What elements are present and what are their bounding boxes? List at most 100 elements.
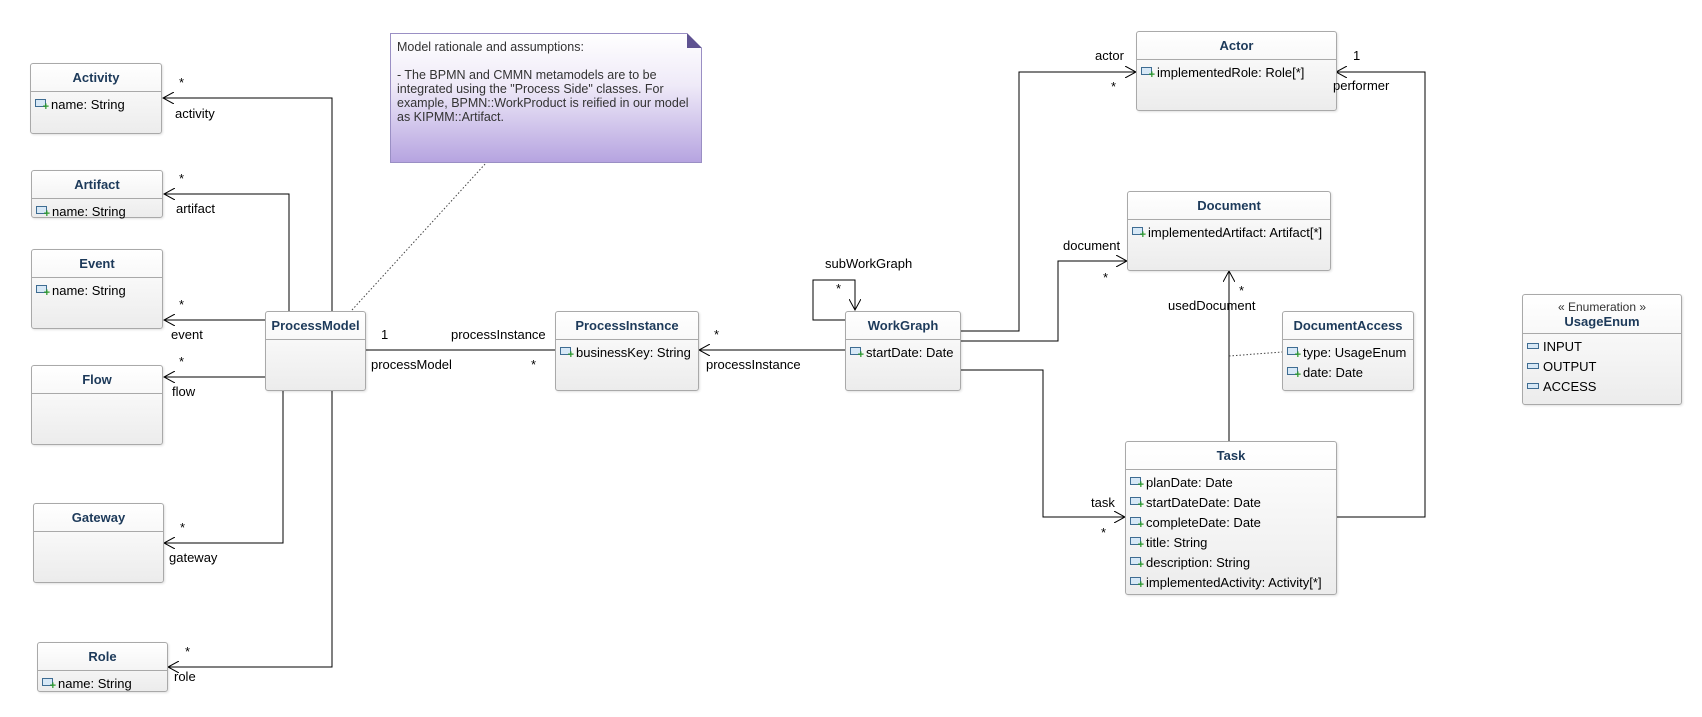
attribute-icon: +: [36, 284, 50, 298]
attribute-icon: +: [36, 205, 50, 219]
attribute-text: title: String: [1146, 534, 1208, 550]
note-anchor: [351, 162, 487, 311]
class-name: Document: [1197, 198, 1261, 213]
attribute-text: description: String: [1146, 554, 1251, 570]
class-actor[interactable]: Actor +implementedRole: Role[*]: [1136, 31, 1337, 111]
literal-text: INPUT: [1543, 338, 1582, 354]
class-activity[interactable]: Activity +name: String: [30, 63, 162, 134]
assoc-artifact: [164, 194, 290, 312]
class-name: Actor: [1219, 38, 1254, 53]
class-flow[interactable]: Flow: [31, 365, 163, 445]
attribute-text: startDate: Date: [866, 344, 954, 360]
attribute-text: type: UsageEnum: [1303, 344, 1407, 360]
enumeration-name: UsageEnum: [1564, 314, 1640, 329]
attribute[interactable]: +date: Date: [1287, 362, 1409, 382]
role-processmodel: processModel: [371, 357, 452, 372]
attribute-text: date: Date: [1303, 364, 1363, 380]
literal-icon: [1527, 383, 1539, 389]
class-name: Role: [88, 649, 117, 664]
role-task: task: [1091, 495, 1115, 510]
multiplicity-artifact: *: [179, 171, 185, 186]
attribute[interactable]: +implementedRole: Role[*]: [1141, 62, 1332, 82]
multiplicity-processinstance-left: *: [531, 357, 537, 372]
class-documentaccess[interactable]: DocumentAccess +type: UsageEnum +date: D…: [1282, 311, 1414, 391]
attribute[interactable]: +type: UsageEnum: [1287, 342, 1409, 362]
role-event: event: [171, 327, 203, 342]
multiplicity-gateway: *: [180, 520, 186, 535]
attribute[interactable]: +name: String: [36, 201, 158, 221]
assoc-gateway: [164, 390, 284, 543]
enum-literal[interactable]: ACCESS: [1527, 376, 1677, 396]
class-processinstance[interactable]: ProcessInstance +businessKey: String: [555, 311, 699, 391]
multiplicity-actor: *: [1111, 79, 1117, 94]
class-name: DocumentAccess: [1293, 318, 1403, 333]
role-activity: activity: [175, 106, 215, 121]
attribute[interactable]: +name: String: [42, 673, 163, 693]
attribute[interactable]: +startDateDate: Date: [1130, 492, 1332, 512]
associationclass-link: [1228, 351, 1283, 357]
class-event[interactable]: Event +name: String: [31, 249, 163, 329]
enumeration-usageenum[interactable]: « Enumeration » UsageEnum INPUT OUTPUT A…: [1522, 294, 1682, 405]
class-processmodel[interactable]: ProcessModel: [265, 311, 366, 391]
attribute[interactable]: +implementedArtifact: Artifact[*]: [1132, 222, 1326, 242]
attribute-icon: +: [1130, 496, 1144, 510]
literal-text: OUTPUT: [1543, 358, 1597, 374]
class-gateway[interactable]: Gateway: [33, 503, 164, 583]
role-document: document: [1063, 238, 1121, 253]
attribute[interactable]: +title: String: [1130, 532, 1332, 552]
attribute-icon: +: [1130, 516, 1144, 530]
assoc-actor: [960, 72, 1136, 332]
attribute-icon: +: [1130, 536, 1144, 550]
literal-icon: [1527, 343, 1539, 349]
assoc-activity: [163, 98, 333, 312]
multiplicity-useddocument: *: [1239, 283, 1245, 298]
rationale-note: Model rationale and assumptions: - The B…: [390, 33, 702, 163]
attribute-text: name: String: [58, 675, 132, 691]
attribute[interactable]: +description: String: [1130, 552, 1332, 572]
attribute[interactable]: +name: String: [35, 94, 157, 114]
role-subworkgraph: subWorkGraph: [825, 256, 913, 271]
class-name: ProcessInstance: [575, 318, 679, 333]
class-role[interactable]: Role +name: String: [37, 642, 168, 692]
role-useddocument: usedDocument: [1168, 298, 1256, 313]
multiplicity-activity: *: [179, 75, 185, 90]
role-artifact: artifact: [176, 201, 216, 216]
assoc-document: [960, 261, 1127, 342]
attribute-text: name: String: [52, 203, 126, 219]
multiplicity-role: *: [185, 644, 191, 659]
class-task[interactable]: Task +planDate: Date +startDateDate: Dat…: [1125, 441, 1337, 595]
class-name: Flow: [82, 372, 112, 387]
literal-icon: [1527, 363, 1539, 369]
attribute[interactable]: +implementedActivity: Activity[*]: [1130, 572, 1332, 592]
multiplicity-event: *: [179, 297, 185, 312]
assoc-subworkgraph: [812, 279, 855, 321]
note-fold: [687, 33, 702, 48]
attribute-icon: +: [1130, 556, 1144, 570]
attribute[interactable]: +completeDate: Date: [1130, 512, 1332, 532]
enum-literal[interactable]: OUTPUT: [1527, 356, 1677, 376]
attribute[interactable]: +planDate: Date: [1130, 472, 1332, 492]
attribute-icon: +: [560, 346, 574, 360]
attribute-text: planDate: Date: [1146, 474, 1233, 490]
class-workgraph[interactable]: WorkGraph +startDate: Date: [845, 311, 961, 391]
attribute[interactable]: +startDate: Date: [850, 342, 956, 362]
enum-literal[interactable]: INPUT: [1527, 336, 1677, 356]
attribute[interactable]: +businessKey: String: [560, 342, 694, 362]
attribute-icon: +: [42, 677, 56, 691]
class-document[interactable]: Document +implementedArtifact: Artifact[…: [1127, 191, 1331, 271]
note-body: - The BPMN and CMMN metamodels are to be…: [397, 68, 689, 124]
multiplicity-performer: 1: [1353, 48, 1361, 63]
multiplicity-subworkgraph: *: [836, 281, 842, 296]
note-title: Model rationale and assumptions:: [397, 40, 584, 54]
multiplicity-processinstance-right: *: [714, 327, 720, 342]
role-performer: performer: [1333, 78, 1390, 93]
multiplicity-document: *: [1103, 270, 1109, 285]
attribute-icon: +: [1130, 576, 1144, 590]
class-name: Event: [79, 256, 115, 271]
attribute[interactable]: +name: String: [36, 280, 158, 300]
multiplicity-task: *: [1101, 525, 1107, 540]
assoc-performer: [1336, 72, 1426, 518]
class-artifact[interactable]: Artifact +name: String: [31, 170, 163, 221]
attribute-text: implementedActivity: Activity[*]: [1146, 574, 1322, 590]
